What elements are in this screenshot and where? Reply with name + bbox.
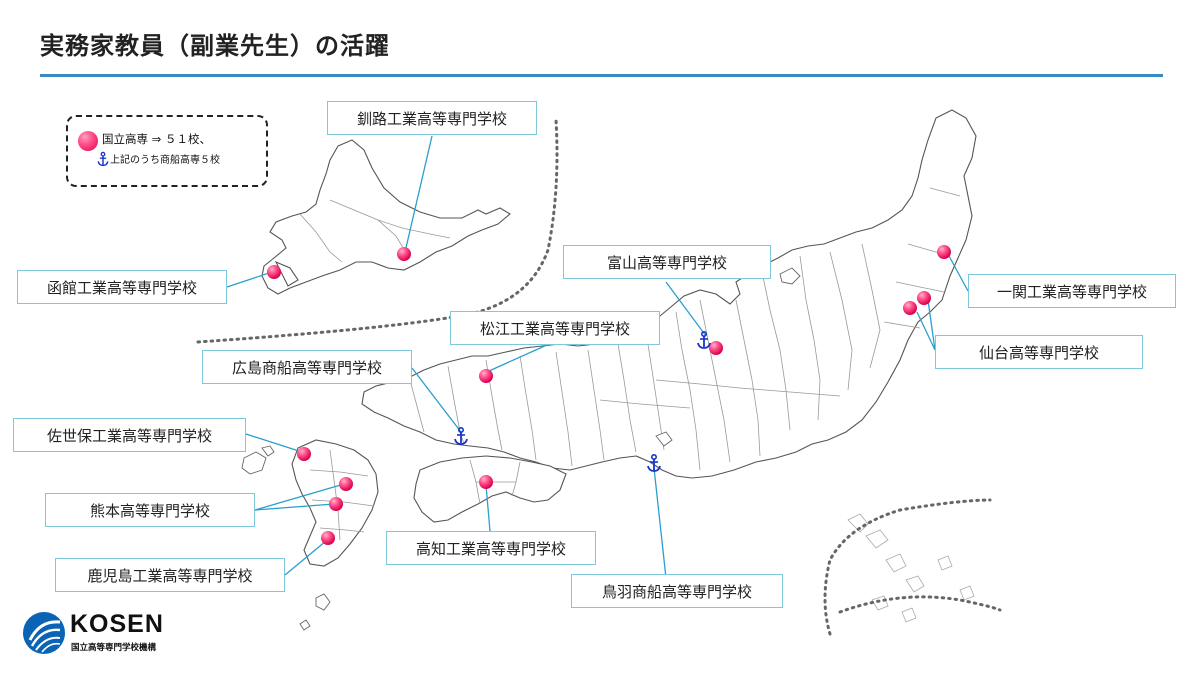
- label-kochi[interactable]: 高知工業高等専門学校: [386, 531, 596, 565]
- label-kumamoto[interactable]: 熊本高等専門学校: [45, 493, 255, 527]
- hokkaido-separator: [196, 118, 559, 344]
- marker-sendai-2[interactable]: [903, 301, 917, 315]
- kosen-logo: KOSEN 国立高等専門学校機構: [22, 610, 182, 658]
- marker-sasebo[interactable]: [297, 447, 311, 461]
- logo-wordmark: KOSEN: [70, 610, 164, 638]
- small-islands: [241, 267, 801, 631]
- legend-row-national-kosen: 国立高専 ⇒ ５１校、: [102, 132, 211, 146]
- marker-kumamoto-2[interactable]: [329, 497, 343, 511]
- marker-matsue[interactable]: [479, 369, 493, 383]
- page-title: 実務家教員（副業先生）の活躍: [40, 32, 390, 60]
- label-toyama[interactable]: 富山高等専門学校: [563, 245, 771, 279]
- label-hiroshima[interactable]: 広島商船高等専門学校: [202, 350, 412, 384]
- title-rule: [40, 74, 1163, 77]
- kyushu-subdivisions: [309, 449, 375, 541]
- hokkaido-outline: [261, 139, 511, 295]
- hokkaido-subdivisions: [299, 199, 451, 263]
- label-sasebo[interactable]: 佐世保工業高等専門学校: [13, 418, 246, 452]
- school-markers: [267, 245, 951, 545]
- marker-toyama[interactable]: [709, 341, 723, 355]
- anchor-icon: [97, 151, 109, 167]
- marker-ichinoseki[interactable]: [937, 245, 951, 259]
- label-toba[interactable]: 鳥羽商船高等専門学校: [571, 574, 783, 608]
- marker-kochi[interactable]: [479, 475, 493, 489]
- logo-subtitle: 国立高等専門学校機構: [71, 643, 157, 653]
- okinawa-separator: [823, 498, 992, 636]
- pink-dot-icon: [78, 131, 98, 151]
- marker-kagoshima[interactable]: [321, 531, 335, 545]
- label-ichinoseki[interactable]: 一関工業高等専門学校: [968, 274, 1176, 308]
- legend-row-merchant-marine: 上記のうち商船高専５校: [110, 155, 220, 166]
- label-hakodate[interactable]: 函館工業高等専門学校: [17, 270, 227, 304]
- marker-hakodate[interactable]: [267, 265, 281, 279]
- shikoku-outline: [413, 455, 567, 523]
- marker-sendai-1[interactable]: [917, 291, 931, 305]
- label-kushiro[interactable]: 釧路工業高等専門学校: [327, 101, 537, 135]
- legend-box: 国立高専 ⇒ ５１校、 上記のうち商船高専５校: [66, 115, 268, 187]
- label-kagoshima[interactable]: 鹿児島工業高等専門学校: [55, 558, 285, 592]
- label-sendai[interactable]: 仙台高等専門学校: [935, 335, 1143, 369]
- label-matsue[interactable]: 松江工業高等専門学校: [450, 311, 660, 345]
- kosen-logo-emblem-icon: [23, 612, 65, 654]
- connector-lines: [226, 135, 969, 579]
- okinawa-separator-lower: [838, 595, 1002, 614]
- southern-islands: [847, 513, 975, 623]
- marker-kushiro[interactable]: [397, 247, 411, 261]
- marker-kumamoto-1[interactable]: [339, 477, 353, 491]
